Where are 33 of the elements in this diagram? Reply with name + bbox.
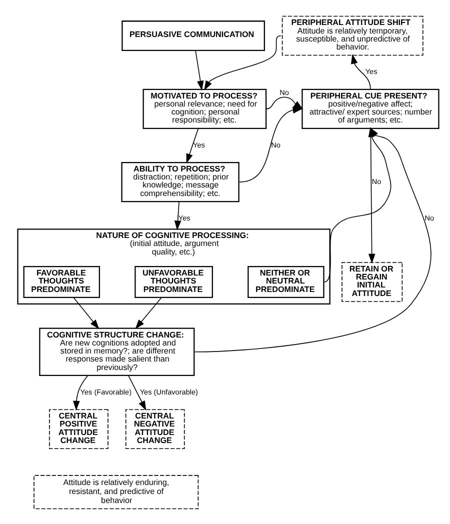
node-box: CENTRAL NEGATIVE ATTITUDE CHANGE xyxy=(125,408,185,449)
arrow xyxy=(174,200,182,230)
edge-label: No xyxy=(280,88,289,97)
edge-label: Yes (Unfavorable) xyxy=(140,386,198,396)
node-box: MOTIVATED TO PROCESS? personal relevance; need for cognition; personal responsibility; etc. xyxy=(142,88,267,128)
arrow xyxy=(350,54,371,90)
node-box: FAVORABLE THOUGHTS PREDOMINATE xyxy=(23,266,100,298)
node-box: COGNITIVE STRUCTURE CHANGE: Are new cognitions adopted and stored in memory?; are different responses made salient than previously? xyxy=(39,327,195,376)
node-box: RETAIN OR REGAIN INITIAL ATTITUDE xyxy=(342,262,403,302)
edge-label: Yes xyxy=(178,212,190,222)
arrow xyxy=(73,374,88,410)
node-box: PERIPHERAL CUE PRESENT? positive/negative affect; attractive/ expert sources; number of arguments; etc. xyxy=(302,88,440,128)
arrow xyxy=(73,296,100,329)
edge-label: Yes xyxy=(365,66,378,76)
edge-label: No xyxy=(271,140,280,149)
arrow xyxy=(128,374,146,410)
node-box: CENTRAL POSITIVE ATTITUDE CHANGE xyxy=(49,408,108,449)
arrow xyxy=(195,50,204,90)
edge-label: Yes xyxy=(193,140,205,149)
arrow xyxy=(186,128,199,163)
arrow xyxy=(266,96,304,110)
arrow xyxy=(135,296,162,329)
arrow xyxy=(239,106,303,182)
arrow xyxy=(204,34,282,90)
node-box: Attitude is relatively enduring, resistant, and predictive of behavior xyxy=(34,474,199,509)
node-box: ABILITY TO PROCESS? distraction; repetition; prior knowledge; message comprehensibility; etc. xyxy=(121,161,240,202)
node-box: NEITHER OR NEUTRAL PREDOMINATE xyxy=(248,266,324,298)
node-box: UNFAVORABLE THOUGHTS PREDOMINATE xyxy=(134,266,213,298)
node-box: PERSUASIVE COMMUNICATION xyxy=(122,20,265,50)
edge-label: No xyxy=(424,212,434,222)
edge-label: Yes (Favorable) xyxy=(80,386,132,396)
node-box: PERIPHERAL ATTITUDE SHIFT Attitude is relatively temporary, susceptible, and unpredictive of behavior. xyxy=(282,15,424,56)
edge-label: No xyxy=(372,176,382,186)
